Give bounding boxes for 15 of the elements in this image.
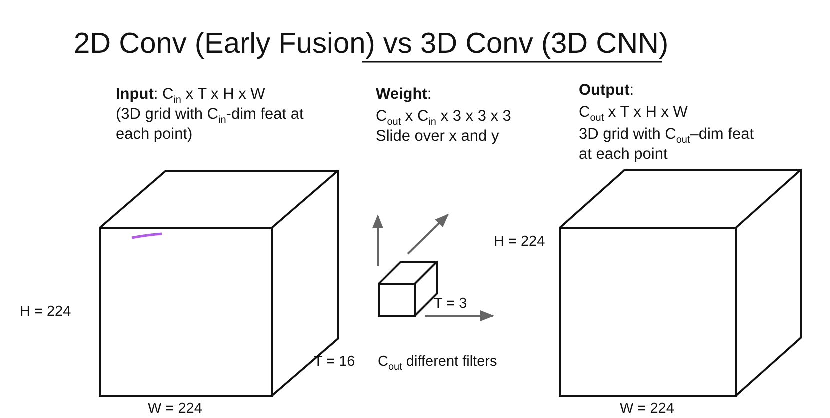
label-text: C$_{out}$ x C$_{in}$ x 3 x 3 x 3 xyxy=(376,107,512,127)
label-text: H = 224 xyxy=(494,233,546,252)
label-text: C$_{out}$ different filters xyxy=(378,353,498,372)
label-text: Slide over x and y xyxy=(376,127,500,147)
label-text: T = 3 xyxy=(434,295,468,314)
label-text: C$_{out}$ x T x H x W xyxy=(579,103,688,123)
label-text: H = 224 xyxy=(20,303,72,322)
label-text: (3D grid with C$_{in}$-dim feat at each point) xyxy=(116,105,305,145)
label-text: Weight: xyxy=(376,85,432,105)
label-text: Input: C$_{in}$ x T x H x W xyxy=(116,85,266,105)
label-text: W = 224 xyxy=(620,400,674,418)
title: 2D Conv (Early Fusion) vs 3D Conv (3D CNN) xyxy=(74,28,669,61)
label-text: W = 224 xyxy=(148,400,202,418)
label-text: 3D grid with C$_{out}$–dim feat at each point xyxy=(579,125,756,165)
label-text: Output: xyxy=(579,81,634,101)
